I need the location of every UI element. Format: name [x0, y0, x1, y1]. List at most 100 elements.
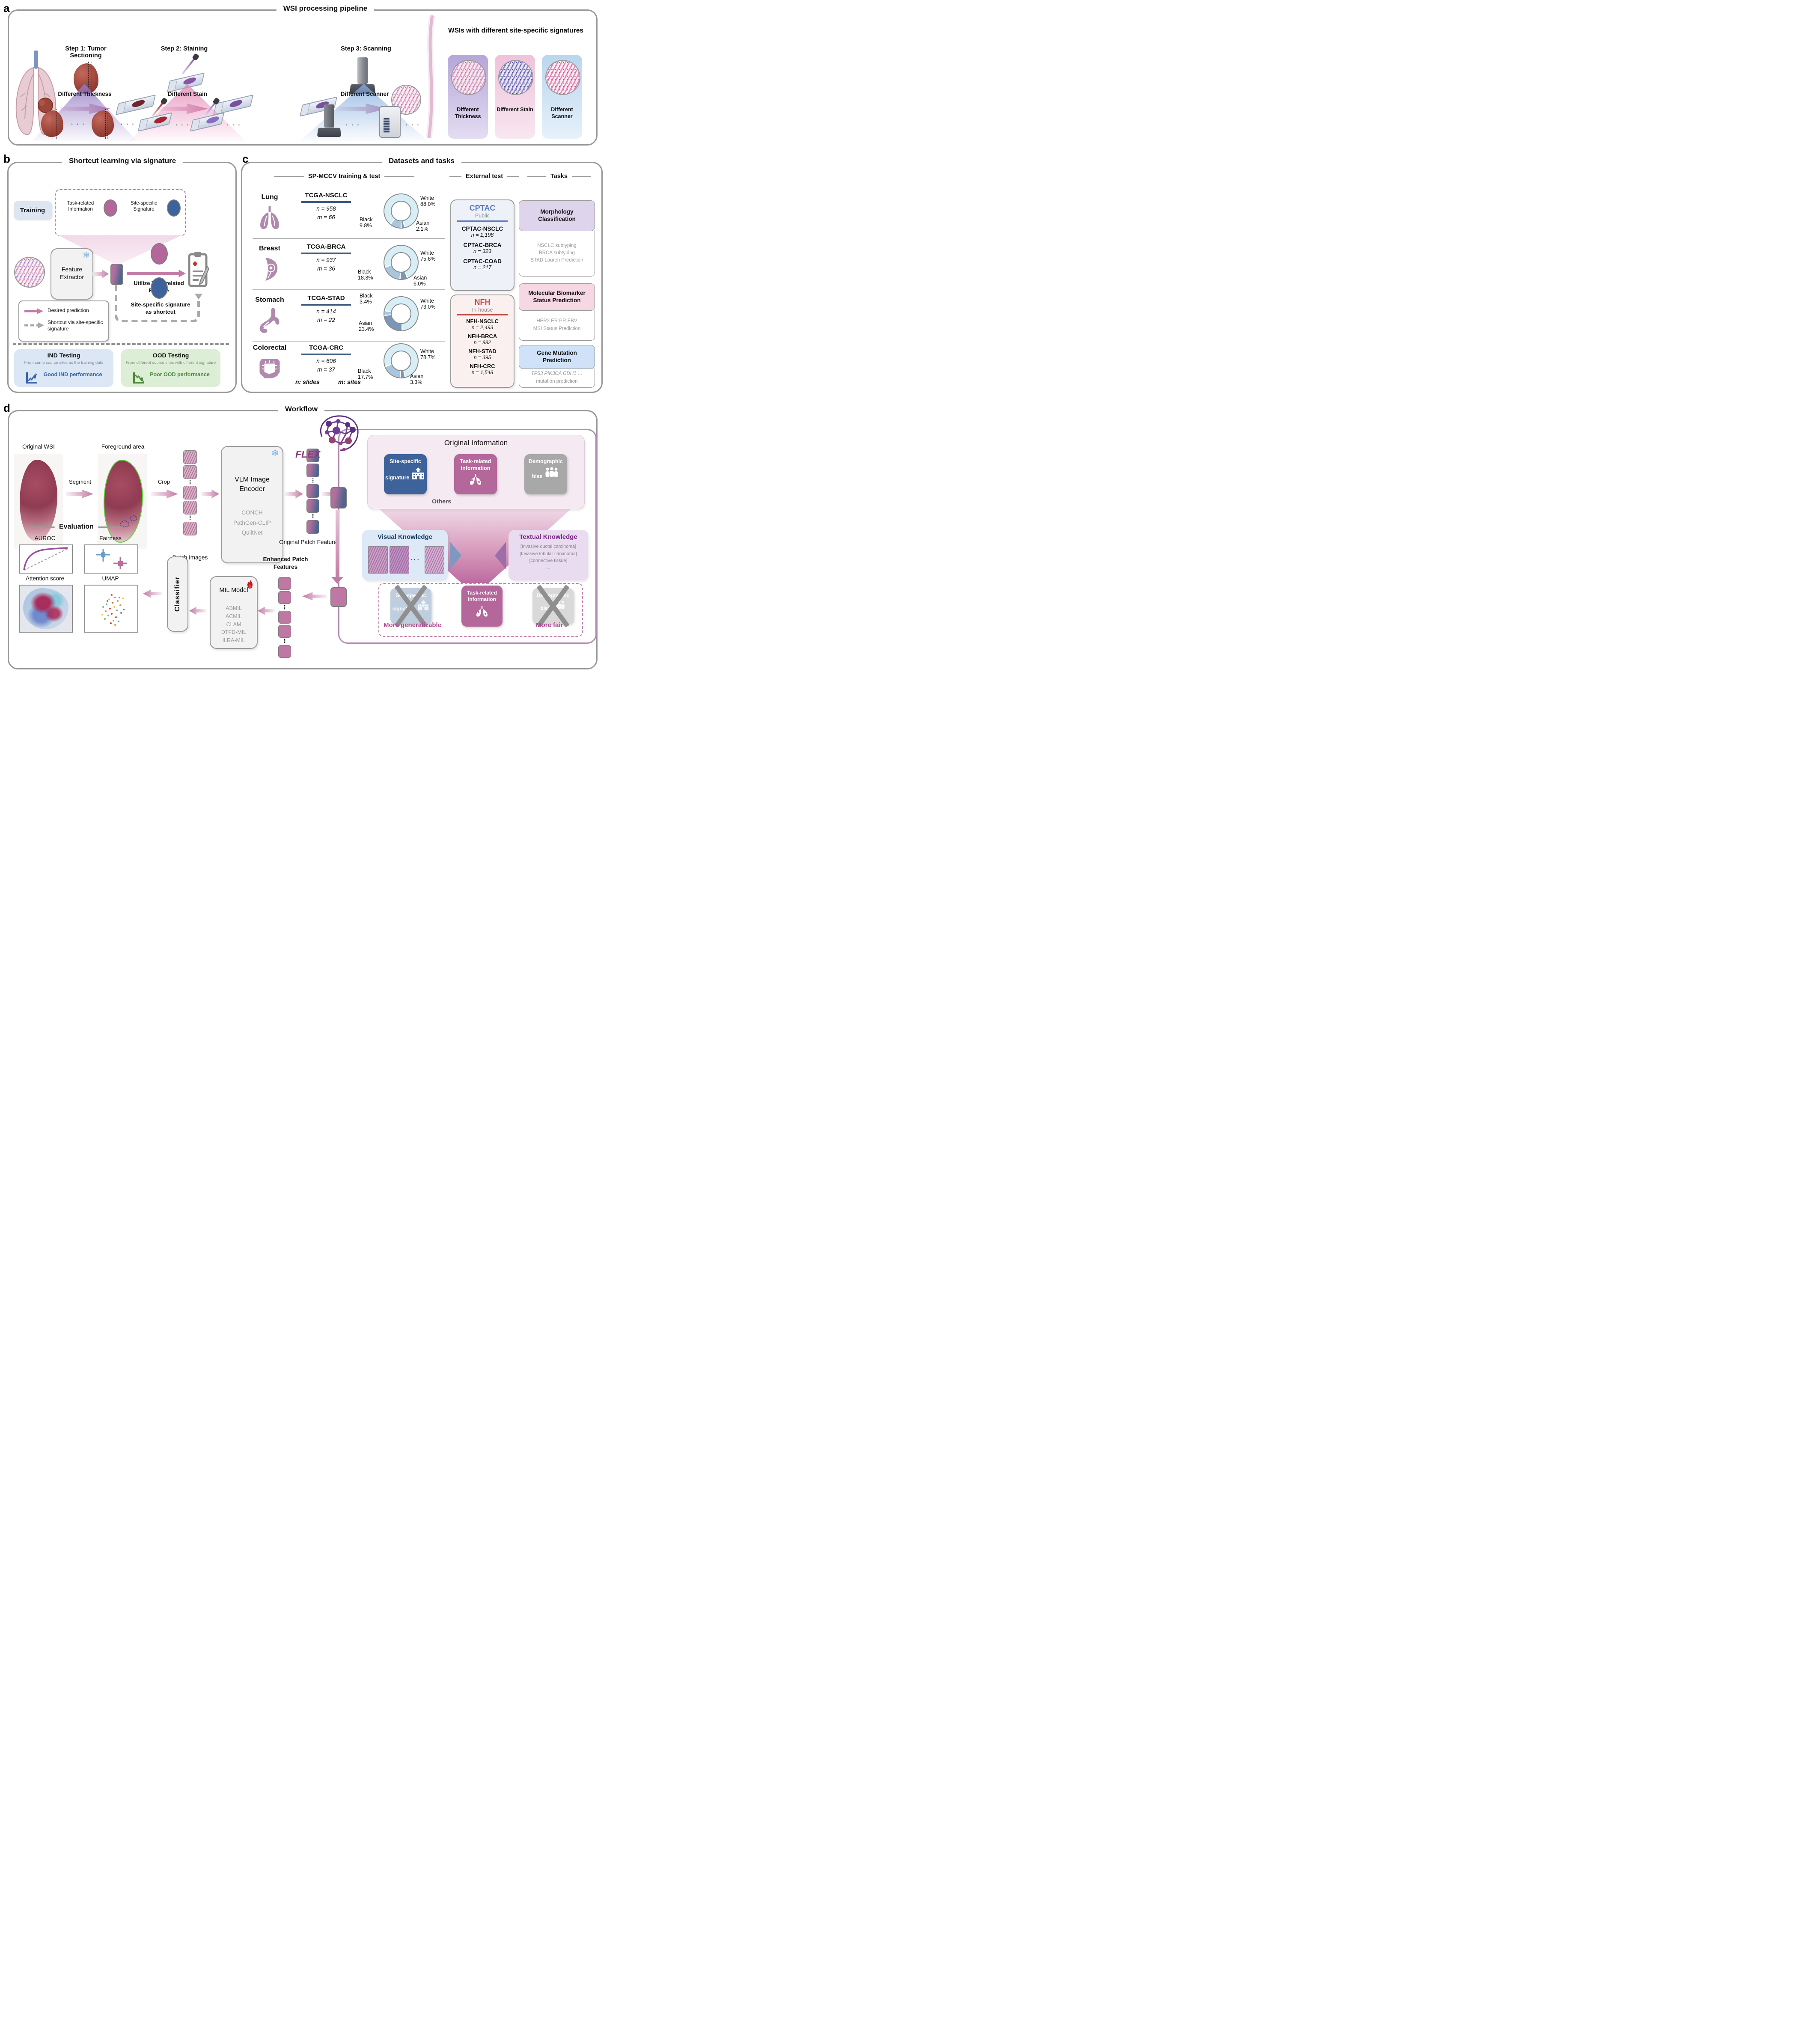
- cptac-item-name: CPTAC-NSCLC: [461, 226, 503, 232]
- site-signature-card-label: Site-specific signature: [385, 458, 421, 481]
- rule: [30, 526, 55, 528]
- race-donut-breast: [384, 245, 419, 280]
- cptac-item-n: n = 323: [473, 248, 492, 254]
- enhanced-square: [278, 625, 291, 638]
- others-label: Others: [432, 498, 452, 505]
- stain-card: Different Stain: [495, 55, 535, 139]
- cut-line: [88, 61, 89, 96]
- mutation-task-body: TP53 PIK3CA CDH1 … mutation prediction: [519, 368, 595, 388]
- morphology-task-header: Morphology Classification: [519, 200, 595, 231]
- removed-demographic-card: Demographic bias: [532, 588, 574, 624]
- cptac-item-name: CPTAC-BRCA: [463, 242, 502, 248]
- nfh-item-n: n = 2,493: [471, 324, 494, 330]
- fairness-label: Fairness: [99, 535, 122, 541]
- hospital-icon: [412, 467, 424, 479]
- m-sites: m = 37: [317, 366, 335, 373]
- n-slides: n = 606: [316, 358, 336, 364]
- tissue-red: [153, 116, 168, 125]
- task-line: NSCLC subtyping: [537, 243, 577, 248]
- people-icon: [553, 600, 565, 610]
- wsi-signatures-heading: WSIs with different site-specific signat…: [448, 27, 584, 34]
- scanner-white-icon: [379, 106, 401, 138]
- task-info-dot: [104, 199, 117, 217]
- dataset-row-colorectal: Colorectal TCGA-CRC n = 606 m = 37 White…: [247, 342, 445, 388]
- mil-model: CLAM: [226, 621, 241, 627]
- fairness-points: [96, 549, 127, 569]
- vlm-model: PathGen-CLIP: [233, 519, 271, 526]
- slide-cap: [191, 119, 201, 131]
- biomarker-task-body: HER2 ER PR EBV MSI Status Prediction: [519, 310, 595, 341]
- demographic-bias-card-label: Demographic bias: [529, 458, 563, 479]
- ood-desc: From different source sites with differe…: [125, 360, 216, 365]
- dataset-name: TCGA-BRCA: [306, 243, 346, 250]
- panel-a-divider: [426, 15, 435, 138]
- dataset-underline: [301, 201, 351, 203]
- removed-site-signature-card: Site-specific signature: [390, 588, 431, 624]
- nfh-item-name: NFH-BRCA: [467, 333, 497, 339]
- m-sites: m = 36: [317, 265, 335, 272]
- panel-b-divider: [13, 343, 229, 345]
- original-wsi-image: [14, 454, 63, 549]
- enhanced-features-column: ⋮ ⋮: [278, 577, 291, 658]
- task-information-card-label: Task-related information: [460, 458, 491, 471]
- textual-knowledge-lines: [Invasive ductal carcinoma] [Invasive lo…: [509, 543, 588, 572]
- m-sites: m = 22: [317, 317, 335, 323]
- ellipsis: · · ·: [346, 122, 360, 129]
- race-donut-stomach: [384, 296, 419, 331]
- ellipsis: …: [546, 565, 551, 571]
- flex-logo-brain: [320, 415, 359, 451]
- breast-organ-icon: [265, 258, 278, 281]
- ood-result: Poor OOD performance: [150, 372, 210, 378]
- demographic-bias-card: Demographic bias: [524, 454, 567, 494]
- textual-line: [Invasive ductal carcinoma]: [520, 544, 577, 549]
- vdots: ⋮: [187, 514, 193, 521]
- segment-label: Segment: [68, 479, 92, 485]
- n-slides: n = 958: [316, 205, 336, 212]
- race-donut-lung: [384, 193, 419, 229]
- vdots: ⋮: [310, 513, 316, 520]
- textual-knowledge-box: Textual Knowledge [Invasive ductal carci…: [509, 530, 588, 580]
- more-fair-label: More fair: [536, 621, 563, 629]
- enhanced-square: [278, 591, 291, 604]
- different-thickness-label: Different Thickness: [58, 91, 112, 97]
- mil-models: ABMIL ACMIL CLAM DTFD-MIL ILRA-MIL: [211, 604, 257, 645]
- flex-logo-text: FLEX: [295, 449, 321, 460]
- foreground-image: [98, 454, 147, 549]
- patch-thumb: [183, 486, 197, 500]
- dataset-underline: [301, 354, 351, 355]
- tasks-header: Tasks: [527, 173, 591, 180]
- foreground-label: Foreground area: [101, 443, 145, 450]
- organ-name: Stomach: [255, 296, 284, 303]
- race-donut-colorectal: [384, 343, 419, 378]
- lungs-icon: [476, 606, 488, 617]
- site-feature-dot: [151, 277, 168, 299]
- panel-d-label: d: [3, 401, 10, 414]
- training-badge: Training: [14, 201, 51, 219]
- panel-a-title: WSI processing pipeline: [276, 4, 375, 13]
- cptac-rule: [457, 220, 508, 222]
- external-test-header: External test: [449, 173, 520, 180]
- ind-title: IND Testing: [47, 352, 80, 359]
- histology-patch: [425, 546, 444, 574]
- visual-thumb: [368, 546, 388, 574]
- task-line: TP53 PIK3CA CDH1 …: [531, 371, 583, 377]
- panel-c-title: Datasets and tasks: [381, 157, 462, 165]
- histology-patch: [390, 546, 409, 574]
- ind-testing-card: IND Testing From same source sites as th…: [14, 349, 113, 387]
- fire-icon: [247, 580, 253, 589]
- info-legend-box: [55, 189, 186, 236]
- ellipsis: · · ·: [406, 122, 420, 129]
- people-icon: [545, 467, 558, 477]
- note-n: n: slides: [295, 378, 320, 385]
- cptac-type: Public: [475, 213, 490, 219]
- task-line: mutation prediction: [536, 378, 578, 384]
- desired-legend-label: Desired prediction: [48, 307, 89, 313]
- umap-plot: [84, 585, 138, 633]
- feature-square: [306, 484, 319, 498]
- mutation-task-header: Gene Mutation Prediction: [519, 345, 595, 369]
- spmccv-header-text: SP-MCCV training & test: [308, 173, 381, 180]
- note-m: m: sites: [338, 378, 361, 385]
- histology-patch: [368, 546, 388, 574]
